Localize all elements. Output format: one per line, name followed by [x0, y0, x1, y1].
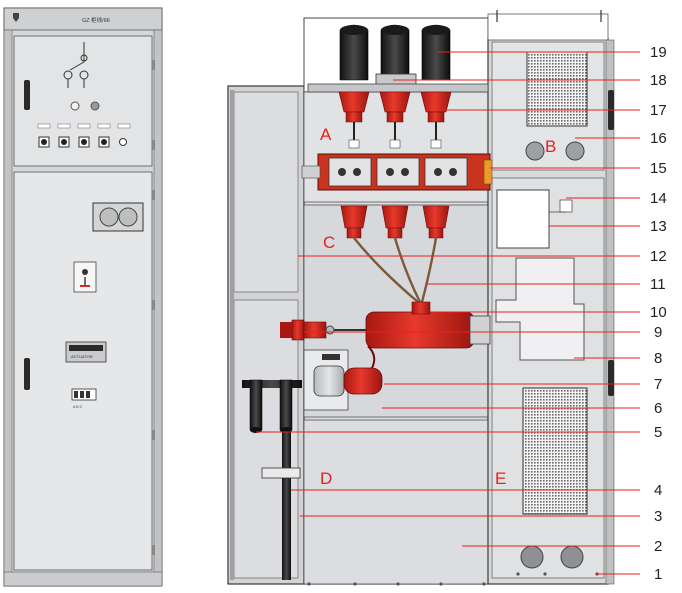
upper-vent-mesh: [526, 51, 588, 127]
callout-13: 13: [650, 218, 667, 235]
callout-5: 5: [654, 424, 662, 441]
zone-label-a: A: [320, 125, 332, 144]
callout-14: 14: [650, 190, 667, 207]
front-mimic-diagram: [63, 42, 89, 88]
front-selector-switches[interactable]: [38, 136, 127, 148]
callout-10: 10: [650, 304, 667, 321]
lower-vent-mesh: [522, 387, 588, 515]
zone-labels: A B C D E: [320, 125, 556, 488]
callout-9: 9: [654, 324, 662, 341]
callout-3: 3: [654, 508, 662, 525]
front-lower-handle[interactable]: [24, 358, 30, 390]
callout-15: 15: [650, 160, 667, 177]
callout-18: 18: [650, 72, 667, 89]
lower-insulators: [340, 205, 450, 239]
lower-breaker-unit: [303, 345, 383, 411]
callout-16: 16: [650, 130, 667, 147]
flexible-conductors: [353, 237, 438, 303]
front-hinges: [152, 60, 155, 555]
upper-insulators: [338, 91, 452, 149]
front-mechanism-panel: [73, 261, 97, 293]
zone-label-c: C: [323, 233, 335, 252]
bottom-cable-heads: [242, 379, 302, 580]
front-logo-icon: [13, 13, 19, 22]
front-counter-indicator: A B C: [71, 388, 97, 409]
zone-label-d: D: [320, 469, 332, 488]
front-meter-label: ACTUATOR: [71, 354, 93, 359]
front-viewing-window: [92, 202, 144, 232]
mechanism-box: [496, 189, 550, 249]
front-label-strip: [37, 123, 131, 129]
zone-label-e: E: [495, 469, 506, 488]
top-cable-terminations: [307, 24, 489, 93]
front-meter-display: ACTUATOR: [65, 341, 107, 363]
callout-19: 19: [650, 44, 667, 61]
circuit-breaker-body: [330, 301, 491, 349]
callout-leaders: [256, 51, 640, 575]
callout-11: 11: [650, 276, 666, 293]
front-indicator-text: A B C: [73, 405, 83, 409]
callout-2: 2: [654, 538, 662, 555]
callout-8: 8: [654, 350, 662, 367]
callout-7: 7: [654, 376, 662, 393]
front-indicator-lamp-2: [90, 101, 100, 111]
callout-numbers: 19 18 17 16 15 14 13 12 11 10 9 8 7 6 5 …: [650, 44, 667, 583]
front-indicator-lamp-1: [70, 101, 80, 111]
callout-4: 4: [654, 482, 662, 499]
switch-disconnector-frame: [301, 153, 493, 191]
callout-6: 6: [654, 400, 662, 417]
front-view-cabinet: GZ 柜线/66: [3, 7, 163, 587]
zone-label-b: B: [545, 137, 556, 156]
callout-1: 1: [654, 566, 662, 583]
callout-12: 12: [650, 248, 667, 265]
front-nameplate: GZ 柜线/66: [82, 16, 110, 24]
callout-17: 17: [650, 102, 667, 119]
side-bushing: [280, 319, 335, 341]
front-upper-handle[interactable]: [24, 80, 30, 110]
